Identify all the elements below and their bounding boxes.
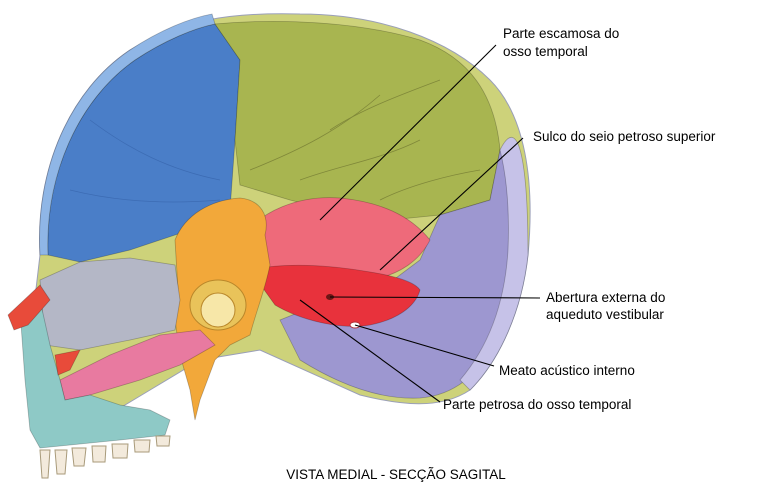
maxilla [19, 299, 171, 449]
figure-caption: VISTA MEDIAL - SECÇÃO SAGITAL [286, 467, 506, 482]
leader-petrous [299, 299, 441, 403]
label-petrous: Parte petrosa do osso temporal [443, 397, 631, 412]
petrous-temporal [249, 264, 421, 327]
nasal-bone [7, 284, 51, 331]
frontal-bone [47, 23, 241, 263]
teeth [39, 435, 171, 479]
leader-aperture [329, 296, 541, 299]
leader-sulcus [379, 137, 524, 271]
occipital-rim [459, 136, 529, 391]
label-squamous-line1: Parte escamosa do [503, 26, 619, 41]
nasal-cartilage [54, 349, 81, 376]
leader-meatus [354, 324, 495, 367]
ethmoid-region [39, 257, 181, 351]
label-aperture-line1: Abertura externa do [546, 290, 665, 305]
vessel-grooves [249, 79, 481, 201]
label-sulcus: Sulco do seio petroso superior [533, 129, 716, 144]
sphenoid-sinus [200, 292, 236, 328]
parietal-bone [214, 21, 501, 221]
frontal-texture [69, 119, 221, 203]
leader-squamous [319, 44, 497, 221]
label-aperture-line2: aqueduto vestibular [546, 307, 664, 322]
label-squamous-line2: osso temporal [503, 44, 588, 59]
label-meatus: Meato acústico interno [499, 363, 635, 378]
